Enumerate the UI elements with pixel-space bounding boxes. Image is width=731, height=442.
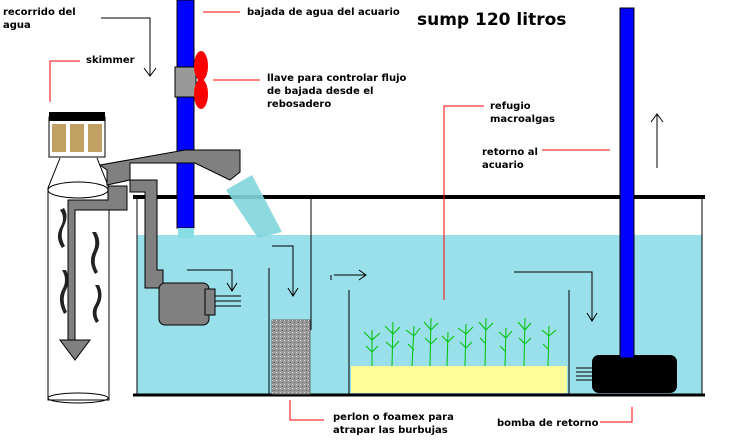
label-llave: llave para controlar flujo de bajada des… [267, 73, 407, 110]
sump-tank [133, 195, 705, 397]
label-refugio: refugio macroalgas [490, 101, 555, 125]
baffles [268, 197, 570, 395]
skimmer [47, 112, 110, 404]
skimmer-outflow-spray [226, 175, 282, 238]
macroalgae-plants [363, 317, 557, 367]
return-pump [576, 355, 677, 393]
leader-lines [49, 11, 633, 423]
label-bomba: bomba de retorno [497, 418, 599, 429]
valve-collar [174, 66, 197, 98]
skimmer-pump [158, 282, 241, 326]
arrow-icon [101, 17, 664, 322]
return-pipe [619, 7, 635, 359]
label-skimmer: skimmer [86, 55, 135, 66]
drain-pipe [176, 0, 195, 229]
label-recorrido: recorrido del agua [3, 7, 76, 31]
refugium-substrate [351, 366, 567, 393]
valve-icon [194, 51, 208, 109]
drain-water-stream [178, 228, 194, 238]
perlon-filter [271, 319, 311, 395]
diagram-title: sump 120 litros [417, 10, 567, 30]
label-perlon: perlon o foamex para atrapar las burbuja… [333, 412, 454, 436]
label-retorno: retorno al acuario [482, 147, 538, 171]
label-bajada: bajada de agua del acuario [247, 7, 400, 18]
